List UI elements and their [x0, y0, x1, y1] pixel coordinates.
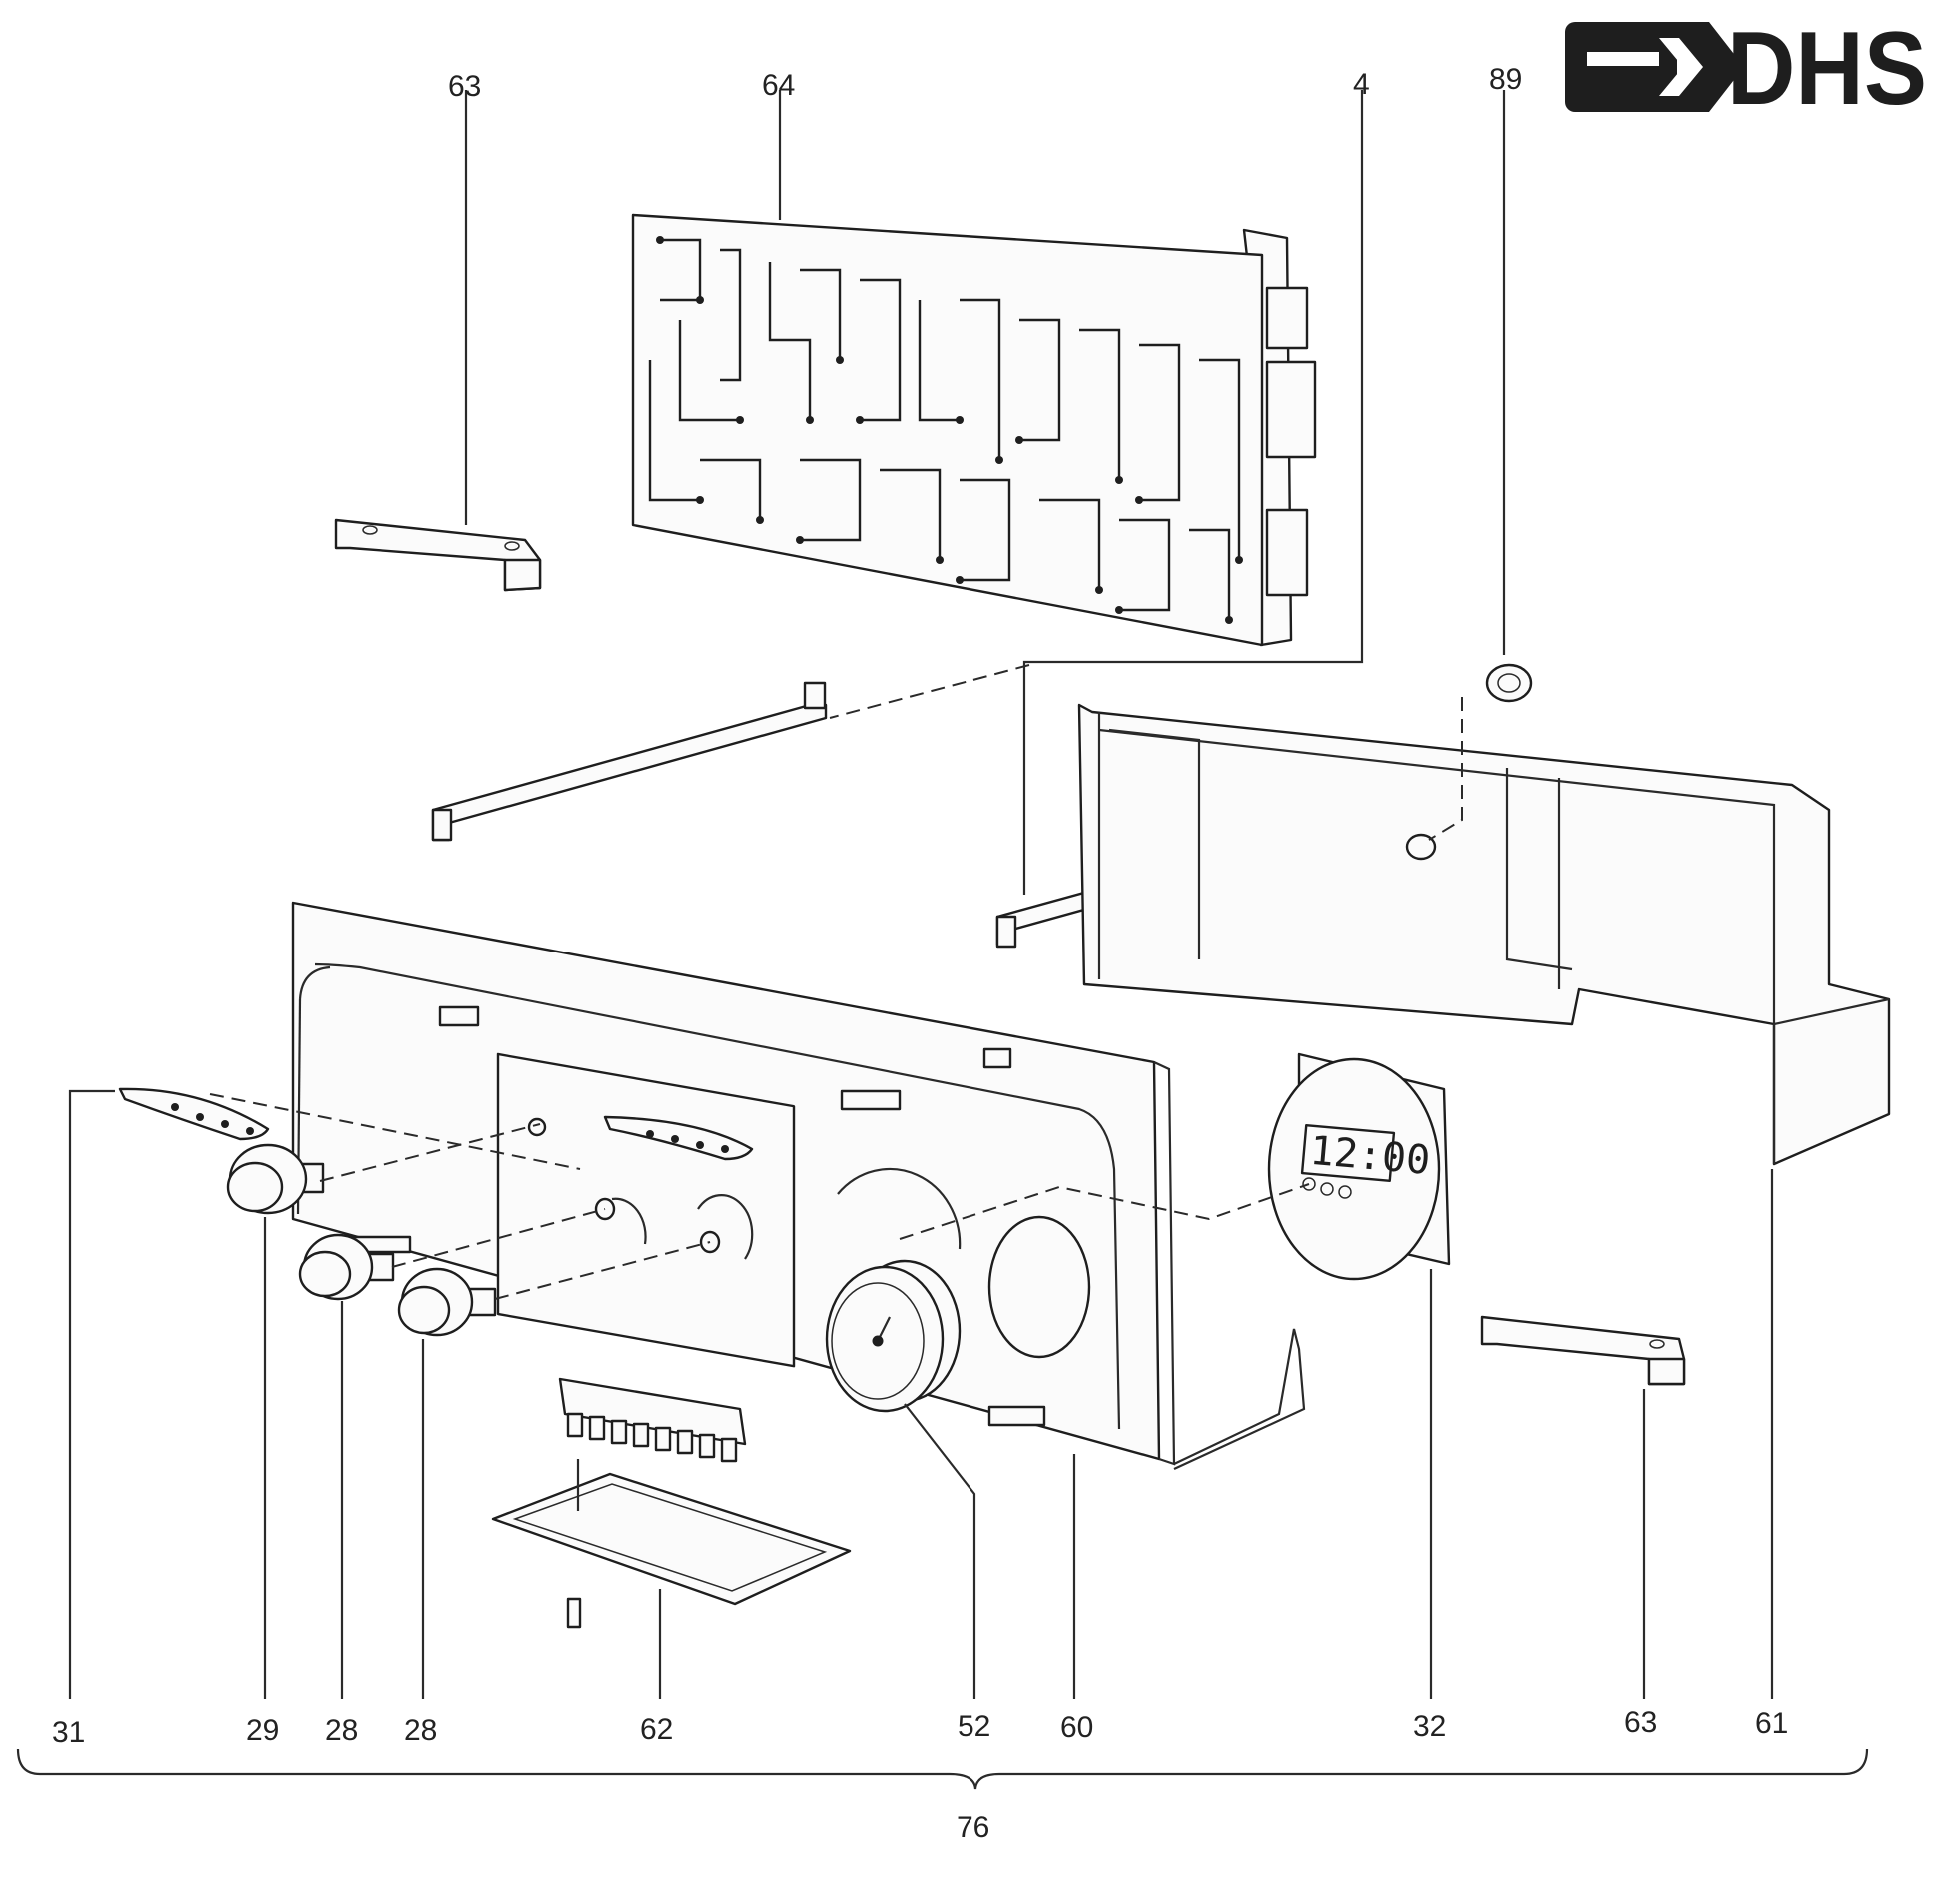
callout-76: 76: [957, 1811, 989, 1844]
callout-60: 60: [1060, 1711, 1093, 1744]
callout-63-bottom: 63: [1624, 1706, 1657, 1739]
callout-89: 89: [1489, 63, 1522, 96]
knob-part-28-right: [397, 1267, 497, 1337]
bracket-part-63-right: [1480, 1315, 1686, 1386]
callout-labels: 63 64 4 89 31 29 28 28 62 52 60 32 63 61…: [52, 63, 1788, 1844]
callout-31: 31: [52, 1716, 85, 1749]
callout-61: 61: [1755, 1707, 1788, 1740]
slider-plate-part-31: [118, 1087, 270, 1141]
callout-62: 62: [640, 1713, 673, 1746]
leader-lines: [68, 90, 1774, 1699]
timer-clock-part-32: 12:00: [1267, 1052, 1451, 1281]
timer-display-text: 12:00: [1308, 1128, 1432, 1184]
assembly-brace: [16, 1748, 1869, 1790]
assembly-lines: [209, 664, 1463, 1300]
knob-part-28-left: [298, 1233, 395, 1301]
callout-63-top: 63: [448, 70, 481, 103]
dhs-logo-text: DHS: [1727, 11, 1927, 127]
slider-plate-upper: [603, 1115, 754, 1161]
callout-29: 29: [246, 1714, 279, 1747]
callout-4: 4: [1353, 68, 1370, 101]
callout-28-right: 28: [404, 1714, 437, 1747]
rear-casing-part-61: [1077, 703, 1891, 1166]
callout-64: 64: [762, 69, 795, 102]
circuit-board-part-64: [631, 213, 1317, 647]
cover-plate-part-62: [491, 1459, 852, 1629]
bracket-part-63-left: [334, 518, 542, 592]
callout-52: 52: [958, 1710, 990, 1743]
knob-part-29: [226, 1143, 325, 1215]
dhs-logo: DHS: [1554, 0, 1941, 128]
callout-32: 32: [1413, 1710, 1446, 1743]
support-rail-part-4-left: [431, 681, 828, 842]
connector-block: [558, 1377, 747, 1463]
grommet-part-89: [1485, 663, 1533, 703]
callout-28-left: 28: [325, 1714, 358, 1747]
gauge-part-52: [825, 1259, 962, 1413]
